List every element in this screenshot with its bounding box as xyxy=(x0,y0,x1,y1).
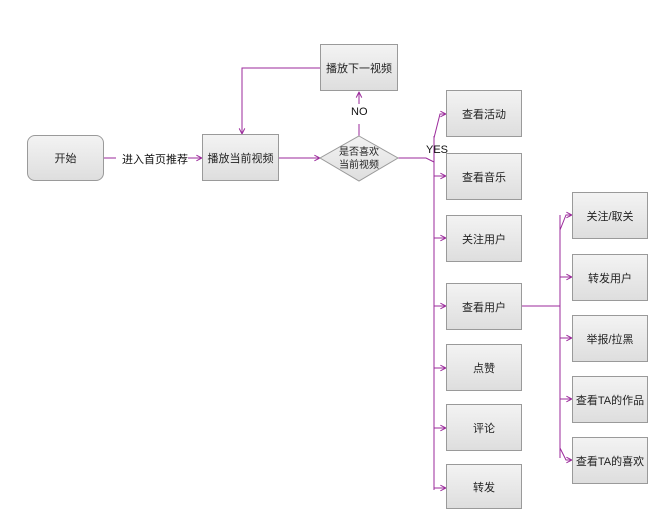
activity-label: 查看活动 xyxy=(462,108,506,121)
action-like: 点赞 xyxy=(446,344,522,391)
start-label: 开始 xyxy=(54,153,77,165)
action-music: 查看音乐 xyxy=(446,153,522,200)
sub-view-works: 查看TA的作品 xyxy=(572,376,648,423)
view-works-label: 查看TA的作品 xyxy=(575,394,645,407)
play-next-node: 播放下一视频 xyxy=(320,44,398,91)
play-current-node: 播放当前视频 xyxy=(202,134,279,181)
decision-line-2: 当前视频 xyxy=(339,159,379,171)
decision-diamond xyxy=(318,135,400,182)
branch-follow-unfollow xyxy=(559,215,572,231)
enter-home-label: 进入首页推荐 xyxy=(122,154,188,166)
edge-loop-back xyxy=(242,67,320,134)
view-likes-label: 查看TA的喜欢 xyxy=(575,455,645,468)
action-comment: 评论 xyxy=(446,404,522,451)
follow-label: 关注用户 xyxy=(462,233,506,246)
sub-view-likes: 查看TA的喜欢 xyxy=(572,437,648,484)
music-label: 查看音乐 xyxy=(462,171,506,184)
play-current-label: 播放当前视频 xyxy=(207,152,274,165)
sub-report-block: 举报/拉黑 xyxy=(572,315,648,362)
view-user-label: 查看用户 xyxy=(462,301,506,314)
start-node: 开始 xyxy=(27,135,104,181)
decision-text: 是否喜欢 当前视频 xyxy=(320,136,398,181)
yes-label: YES xyxy=(426,144,449,156)
decision-line-1: 是否喜欢 xyxy=(339,146,379,158)
branch-activity xyxy=(433,114,446,139)
action-view-user: 查看用户 xyxy=(446,283,522,330)
action-follow: 关注用户 xyxy=(446,215,522,262)
sub-follow-unfollow: 关注/取关 xyxy=(572,192,648,239)
edge-yes xyxy=(397,157,435,163)
follow-unfollow-label: 关注/取关 xyxy=(586,210,634,223)
forward-user-label: 转发用户 xyxy=(588,272,632,285)
branch-likes xyxy=(559,447,572,460)
no-label: NO xyxy=(351,106,368,118)
share-label: 转发 xyxy=(473,481,495,494)
sub-forward-user: 转发用户 xyxy=(572,254,648,301)
report-block-label: 举报/拉黑 xyxy=(586,333,634,346)
play-next-label: 播放下一视频 xyxy=(326,62,392,75)
action-activity: 查看活动 xyxy=(446,90,522,137)
comment-label: 评论 xyxy=(473,422,495,435)
like-label: 点赞 xyxy=(473,362,495,375)
action-share: 转发 xyxy=(446,464,522,509)
